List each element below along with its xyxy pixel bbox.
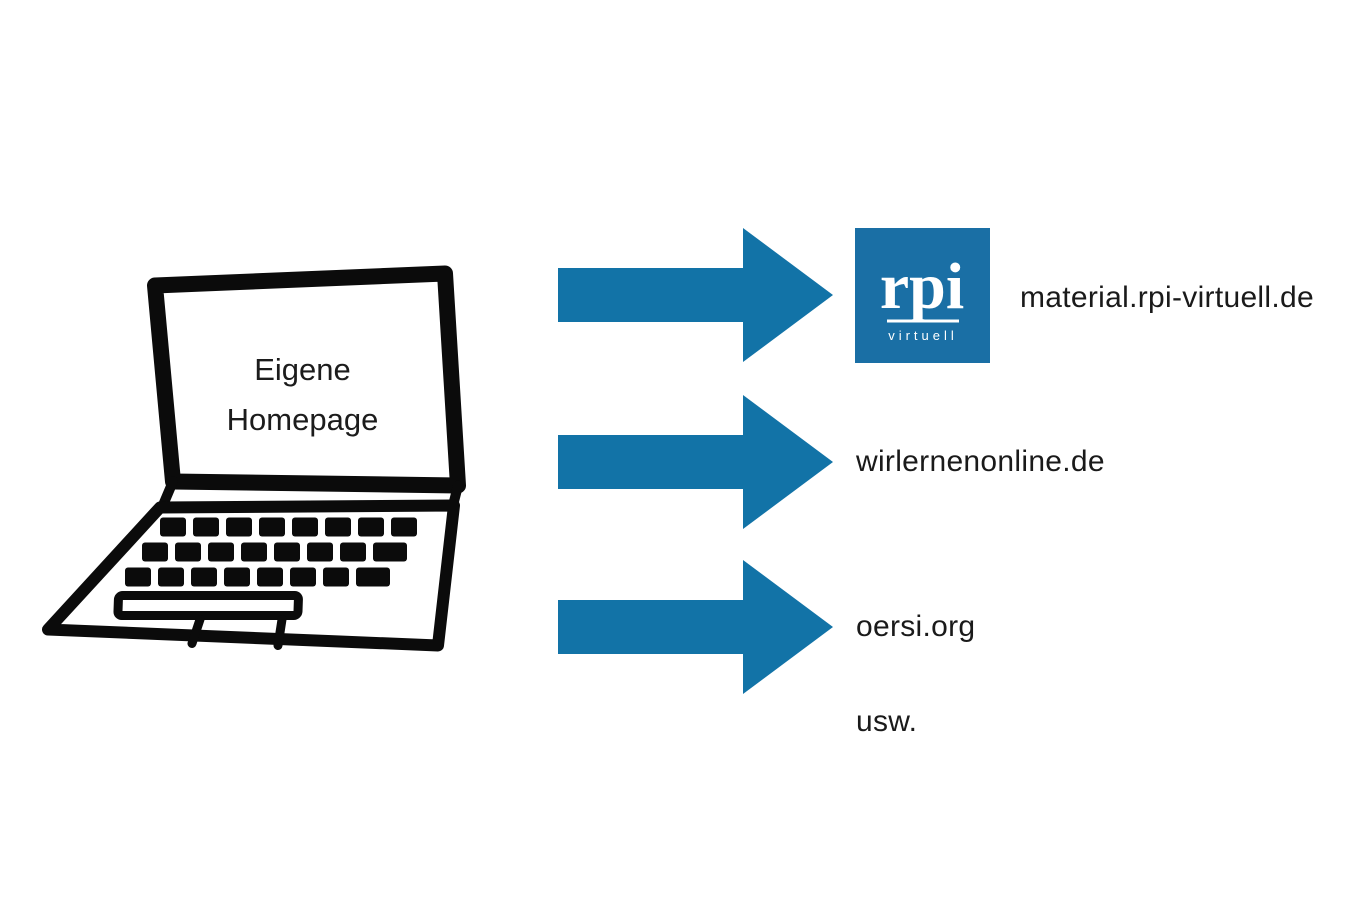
target-label-rpi-virtuell: material.rpi-virtuell.de [1020, 281, 1314, 314]
laptop-keys-row3 [125, 567, 390, 587]
arrow-to-wirlernenonline [558, 395, 833, 529]
laptop-spacebar [113, 591, 303, 620]
laptop-icon [42, 265, 466, 652]
laptop-screen-label: Eigene Homepage [175, 345, 430, 445]
arrow-to-oersi [558, 560, 833, 694]
arrow-shape [558, 560, 833, 694]
target-label-wirlernenonline: wirlernenonline.de [856, 445, 1105, 478]
etc-label: usw. [856, 705, 918, 738]
laptop-trackpad-line-left [187, 615, 205, 648]
target-label-oersi: oersi.org [856, 610, 976, 643]
logo-subtext: virtuell [888, 328, 958, 343]
logo-text: rpi [880, 250, 964, 323]
logo-background [855, 228, 990, 363]
rpi-virtuell-logo: rpi virtuell [855, 228, 990, 363]
laptop-screen-label-line1: Eigene [254, 352, 351, 387]
laptop-trackpad-line-right [273, 615, 287, 650]
arrow-to-rpi-virtuell [558, 228, 833, 362]
laptop-keys-row2 [142, 542, 407, 562]
arrow-shape [558, 395, 833, 529]
laptop-keys-row1 [160, 517, 417, 537]
laptop-screen-label-line2: Homepage [226, 402, 379, 437]
arrow-shape [558, 228, 833, 362]
